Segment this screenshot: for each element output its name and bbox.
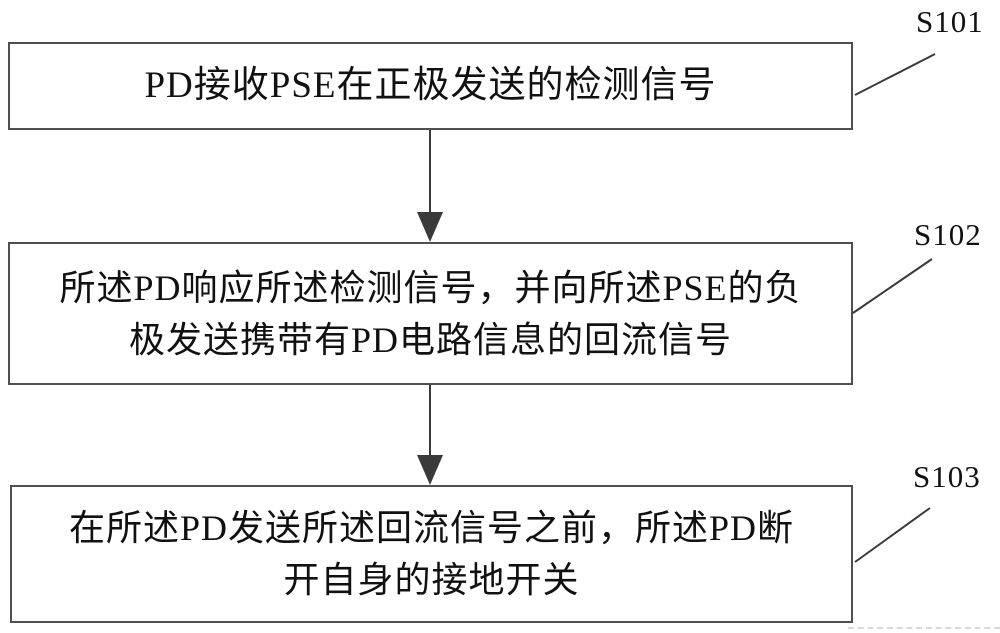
step-text-line: 开自身的接地开关 xyxy=(283,560,580,600)
flow-arrow-line-2 xyxy=(429,385,431,457)
leader-line-s102 xyxy=(852,258,933,314)
leader-line-s103 xyxy=(854,507,931,563)
leader-line-s101 xyxy=(854,53,936,96)
arrow-down-icon xyxy=(417,212,443,242)
step-text-line: 在所述PD发送所述回流信号之前，所述PD断 xyxy=(68,508,795,548)
step-text-line: 极发送携带有PD电路信息的回流信号 xyxy=(128,319,733,360)
step-label-s103: S103 xyxy=(913,459,981,494)
step-text-line: PD接收PSE在正极发送的检测信号 xyxy=(144,65,717,106)
scan-artifact-line xyxy=(848,627,1000,629)
step-text-line: 所述PD响应所述检测信号，并向所述PSE的负 xyxy=(59,267,802,308)
flow-arrow-line-1 xyxy=(429,130,431,214)
step-box-s102: 所述PD响应所述检测信号，并向所述PSE的负 极发送携带有PD电路信息的回流信号 xyxy=(8,242,853,385)
arrow-down-icon xyxy=(417,455,443,485)
step-label-s102: S102 xyxy=(914,217,982,252)
step-box-s101: PD接收PSE在正极发送的检测信号 xyxy=(8,42,853,130)
step-label-s101: S101 xyxy=(916,4,984,39)
step-box-s103: 在所述PD发送所述回流信号之前，所述PD断 开自身的接地开关 xyxy=(10,485,853,623)
